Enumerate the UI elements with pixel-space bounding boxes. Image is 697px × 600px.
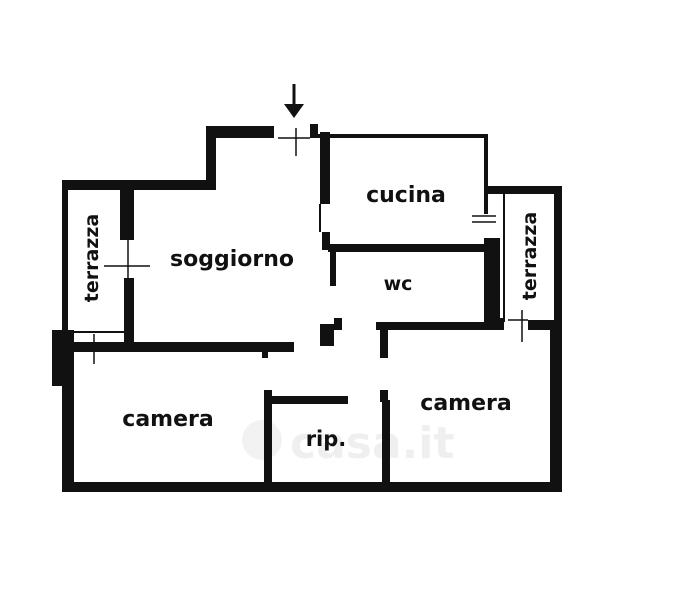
room-label-wc: wc	[384, 273, 413, 295]
wall	[62, 482, 562, 492]
wall	[62, 180, 216, 190]
wall	[550, 328, 562, 490]
window-marks	[78, 128, 528, 364]
wall	[206, 126, 216, 188]
walls	[52, 124, 562, 492]
wall	[376, 322, 494, 330]
wall	[262, 348, 268, 358]
room-label-camera-right: camera	[420, 391, 511, 416]
room-label-terrazza-right: terrazza	[519, 212, 541, 300]
wall	[490, 318, 504, 330]
watermark-text: casa.it	[290, 418, 454, 469]
wall	[206, 126, 274, 138]
wall	[380, 322, 388, 358]
wall	[270, 396, 348, 404]
wall	[320, 324, 334, 346]
wall	[318, 134, 488, 138]
wall	[74, 342, 294, 352]
wall	[62, 180, 68, 332]
arrow-down-icon	[284, 84, 304, 118]
wall	[310, 124, 318, 138]
room-label-terrazza-left: terrazza	[81, 214, 103, 302]
watermark-logo-icon	[242, 420, 282, 460]
thin-walls	[68, 194, 505, 333]
wall	[528, 320, 562, 330]
wall	[320, 132, 330, 204]
wall	[328, 244, 498, 252]
wall	[52, 330, 74, 386]
wall	[484, 238, 500, 322]
wall	[380, 390, 388, 402]
wall	[124, 278, 134, 346]
wall	[334, 318, 342, 330]
wall	[484, 134, 488, 214]
wall	[554, 186, 562, 330]
watermark: casa.it	[242, 418, 454, 469]
wall	[322, 232, 330, 250]
room-label-soggiorno: soggiorno	[170, 247, 294, 272]
wall	[382, 400, 390, 484]
room-label-camera-left: camera	[122, 407, 213, 432]
room-label-cucina: cucina	[366, 183, 446, 208]
room-label-rip: rip.	[306, 427, 347, 451]
wall	[62, 384, 74, 490]
wall	[120, 188, 134, 240]
wall	[330, 248, 336, 286]
wall	[264, 390, 272, 484]
wall	[486, 186, 562, 194]
